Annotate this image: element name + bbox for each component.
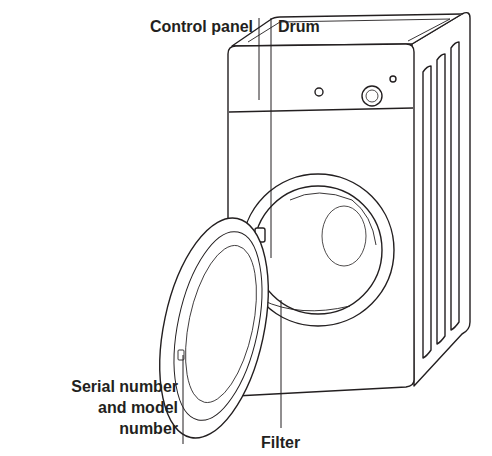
drum-opening <box>254 186 382 314</box>
top-panel <box>232 14 462 46</box>
light <box>390 76 396 82</box>
part-label: Control panel <box>150 16 253 37</box>
rib <box>423 66 431 358</box>
leader-line <box>259 18 260 100</box>
leader-line <box>271 18 272 258</box>
panel-line <box>229 108 413 112</box>
door-glass <box>159 224 277 428</box>
leader-line <box>281 300 282 428</box>
leader-line <box>183 355 184 444</box>
knob <box>362 86 382 106</box>
drum-back <box>322 206 366 266</box>
knob-inner <box>366 90 378 102</box>
side-panel <box>412 13 470 386</box>
button <box>315 88 323 96</box>
part-label: Filter <box>261 432 300 453</box>
part-label: Drum <box>278 16 320 37</box>
part-label: Serial number and model number <box>58 376 178 439</box>
drum-inner <box>290 193 376 245</box>
filter-edge <box>262 300 350 311</box>
door-glass-inner <box>173 239 269 409</box>
rib <box>451 42 459 330</box>
rib <box>437 54 445 344</box>
